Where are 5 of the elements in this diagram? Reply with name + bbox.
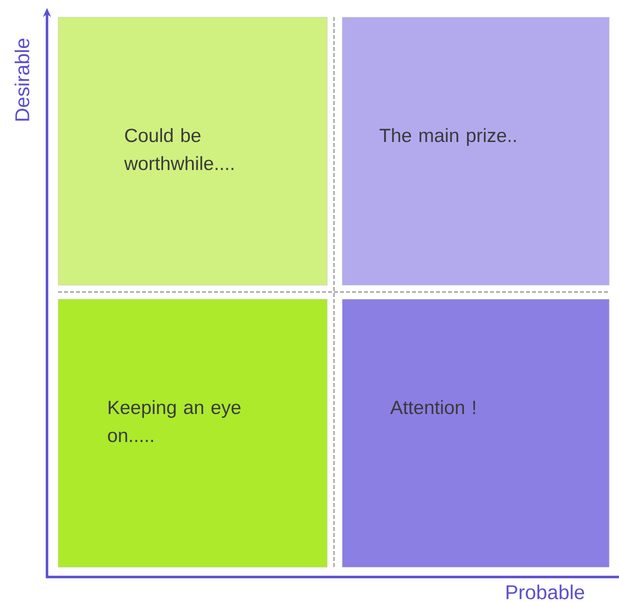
quadrant-box: Could be worthwhile.... xyxy=(58,17,328,286)
axis-label: Desirable xyxy=(14,38,30,121)
quadrant-box: Attention ! xyxy=(342,299,610,568)
quadrant-box: The main prize.. xyxy=(342,17,610,286)
quadrant-box: Keeping an eye on..... xyxy=(58,299,328,568)
